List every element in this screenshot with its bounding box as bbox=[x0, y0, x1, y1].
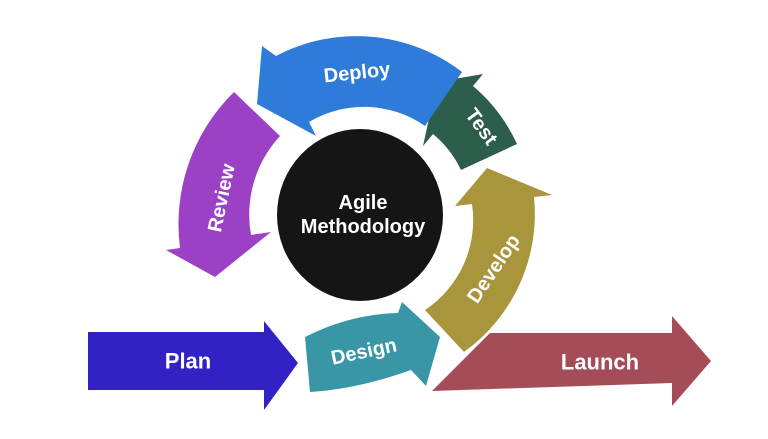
center-title-line2: Methodology bbox=[301, 216, 426, 238]
launch-arrow bbox=[432, 316, 711, 406]
design-arrow-group: Design bbox=[305, 302, 440, 392]
develop-arrow bbox=[425, 168, 552, 352]
deploy-arrow-group: Deploy bbox=[257, 36, 462, 137]
review-arrow-group: Review bbox=[166, 92, 280, 277]
plan-arrow-group: Plan bbox=[88, 321, 298, 410]
center-title-line1: Agile bbox=[339, 192, 388, 214]
plan-label: Plan bbox=[165, 349, 211, 374]
design-arrow bbox=[305, 302, 440, 392]
review-arrow bbox=[166, 92, 280, 277]
deploy-arrow bbox=[257, 36, 462, 137]
launch-label: Launch bbox=[561, 350, 639, 375]
center-circle-group: Agile Methodology bbox=[277, 129, 443, 301]
develop-arrow-group: Develop bbox=[425, 168, 552, 352]
center-circle bbox=[277, 129, 443, 301]
test-arrow-group: Test bbox=[423, 74, 517, 170]
launch-arrow-group: Launch bbox=[432, 316, 711, 406]
test-arrow bbox=[423, 74, 517, 170]
plan-arrow bbox=[88, 321, 298, 410]
